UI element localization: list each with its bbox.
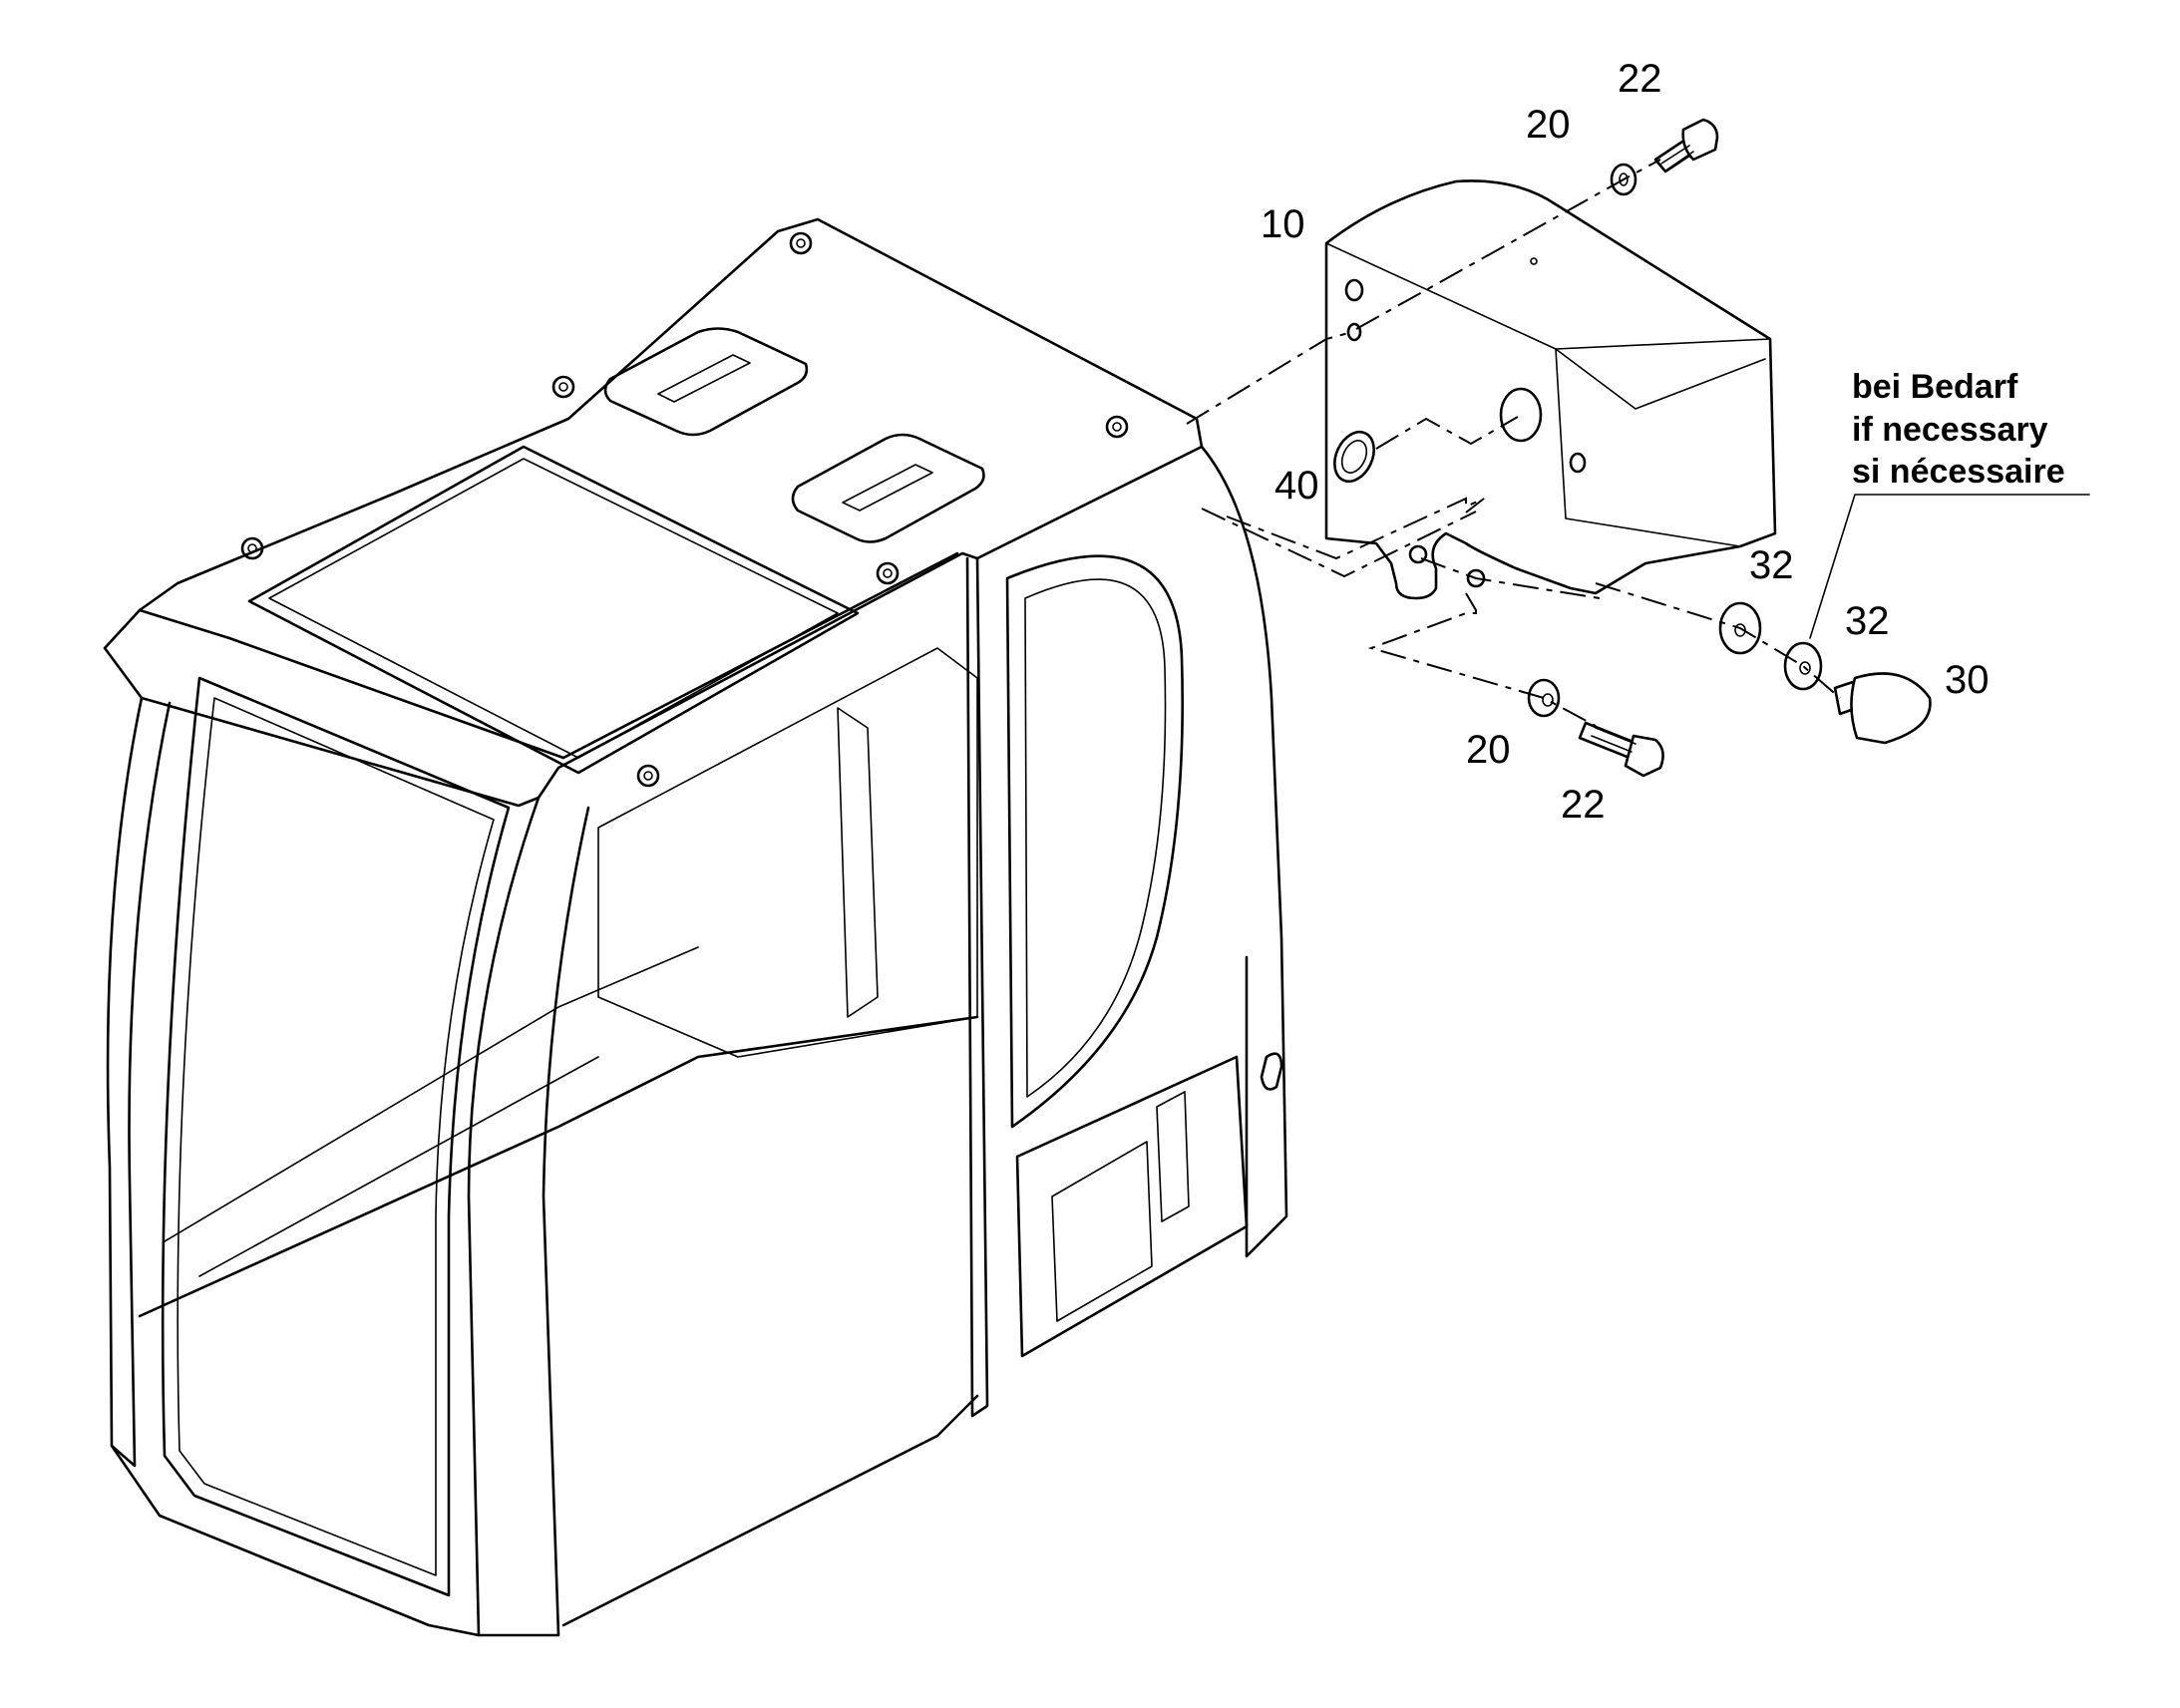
note-line-german: bei Bedarf bbox=[1852, 368, 2018, 406]
cover-inner-edge bbox=[1555, 348, 1766, 410]
cover-hole-1 bbox=[1344, 278, 1364, 302]
cover-hole-2 bbox=[1346, 322, 1362, 342]
cover-front-fold bbox=[1555, 348, 1741, 547]
roof-front-opening bbox=[247, 445, 860, 775]
cab-floor-right bbox=[561, 1394, 979, 1627]
cover-hole-large bbox=[1499, 387, 1543, 443]
cover-body bbox=[1324, 179, 1777, 600]
interior-console bbox=[837, 707, 879, 1018]
lower-side-panel-slot bbox=[1156, 1091, 1190, 1222]
cab-rear-beam bbox=[164, 946, 699, 1242]
front-window-inner-2 bbox=[177, 697, 495, 1576]
side-handle bbox=[1260, 1052, 1283, 1091]
door-frame bbox=[1005, 554, 1184, 1129]
front-bottom-frame bbox=[110, 1444, 481, 1637]
middle-pillar bbox=[965, 556, 989, 1418]
cab-floor-left bbox=[138, 1015, 979, 1318]
bolt-22-top bbox=[1653, 118, 1719, 173]
washer-32-b bbox=[1783, 641, 1823, 691]
cab-frame bbox=[103, 217, 1288, 1637]
cover-hole-3 bbox=[1569, 452, 1587, 474]
front-left-pillar bbox=[106, 696, 172, 1468]
door-window bbox=[1024, 578, 1167, 1098]
callout-40: 40 bbox=[1274, 464, 1319, 508]
lower-side-panel-window bbox=[1051, 1141, 1153, 1322]
cab-rear-beam-2 bbox=[198, 1056, 599, 1277]
lower-side-panel bbox=[1015, 1055, 1249, 1358]
interior-seat-frame bbox=[597, 647, 978, 1058]
callout-32-a: 32 bbox=[1749, 543, 1794, 587]
cover-part-10 bbox=[1324, 179, 1777, 600]
callout-22-bottom: 22 bbox=[1561, 783, 1606, 827]
callout-20-top: 20 bbox=[1526, 103, 1571, 147]
roof-hatch-2 bbox=[791, 433, 985, 543]
roof-hatch-1 bbox=[603, 327, 809, 437]
callout-20-bottom: 20 bbox=[1466, 728, 1511, 772]
rear-pillar bbox=[1200, 445, 1288, 1258]
cab-roof-outline bbox=[103, 217, 1204, 808]
note-leader-line bbox=[1809, 494, 2090, 639]
note-line-french: si nécessaire bbox=[1852, 453, 2065, 491]
washer-20-top bbox=[1610, 163, 1637, 196]
callout-10: 10 bbox=[1261, 202, 1305, 246]
front-right-pillar bbox=[467, 796, 590, 1637]
cover-hole-4 bbox=[1408, 544, 1428, 564]
grommet-40 bbox=[1333, 430, 1375, 484]
callout-32-b: 32 bbox=[1845, 599, 1890, 643]
cover-dot bbox=[1530, 257, 1538, 265]
roof-front-edge bbox=[138, 608, 565, 760]
front-window-inner bbox=[161, 676, 511, 1597]
roof-front-opening-inner bbox=[268, 458, 839, 759]
cover-hole-5 bbox=[1466, 568, 1486, 588]
roof-hatch-2-slot bbox=[842, 464, 933, 512]
roof-bolts bbox=[240, 231, 1129, 788]
note-line-english: if necessary bbox=[1852, 411, 2048, 449]
callout-30: 30 bbox=[1945, 658, 1990, 702]
cap-nut-30 bbox=[1833, 672, 1932, 745]
callout-22-top: 22 bbox=[1618, 57, 1662, 101]
assembly-lines bbox=[1186, 159, 1841, 727]
washer-20-bottom bbox=[1527, 678, 1561, 718]
bolt-22-bottom bbox=[1578, 721, 1664, 778]
roof-hatch-1-slot bbox=[657, 354, 751, 403]
